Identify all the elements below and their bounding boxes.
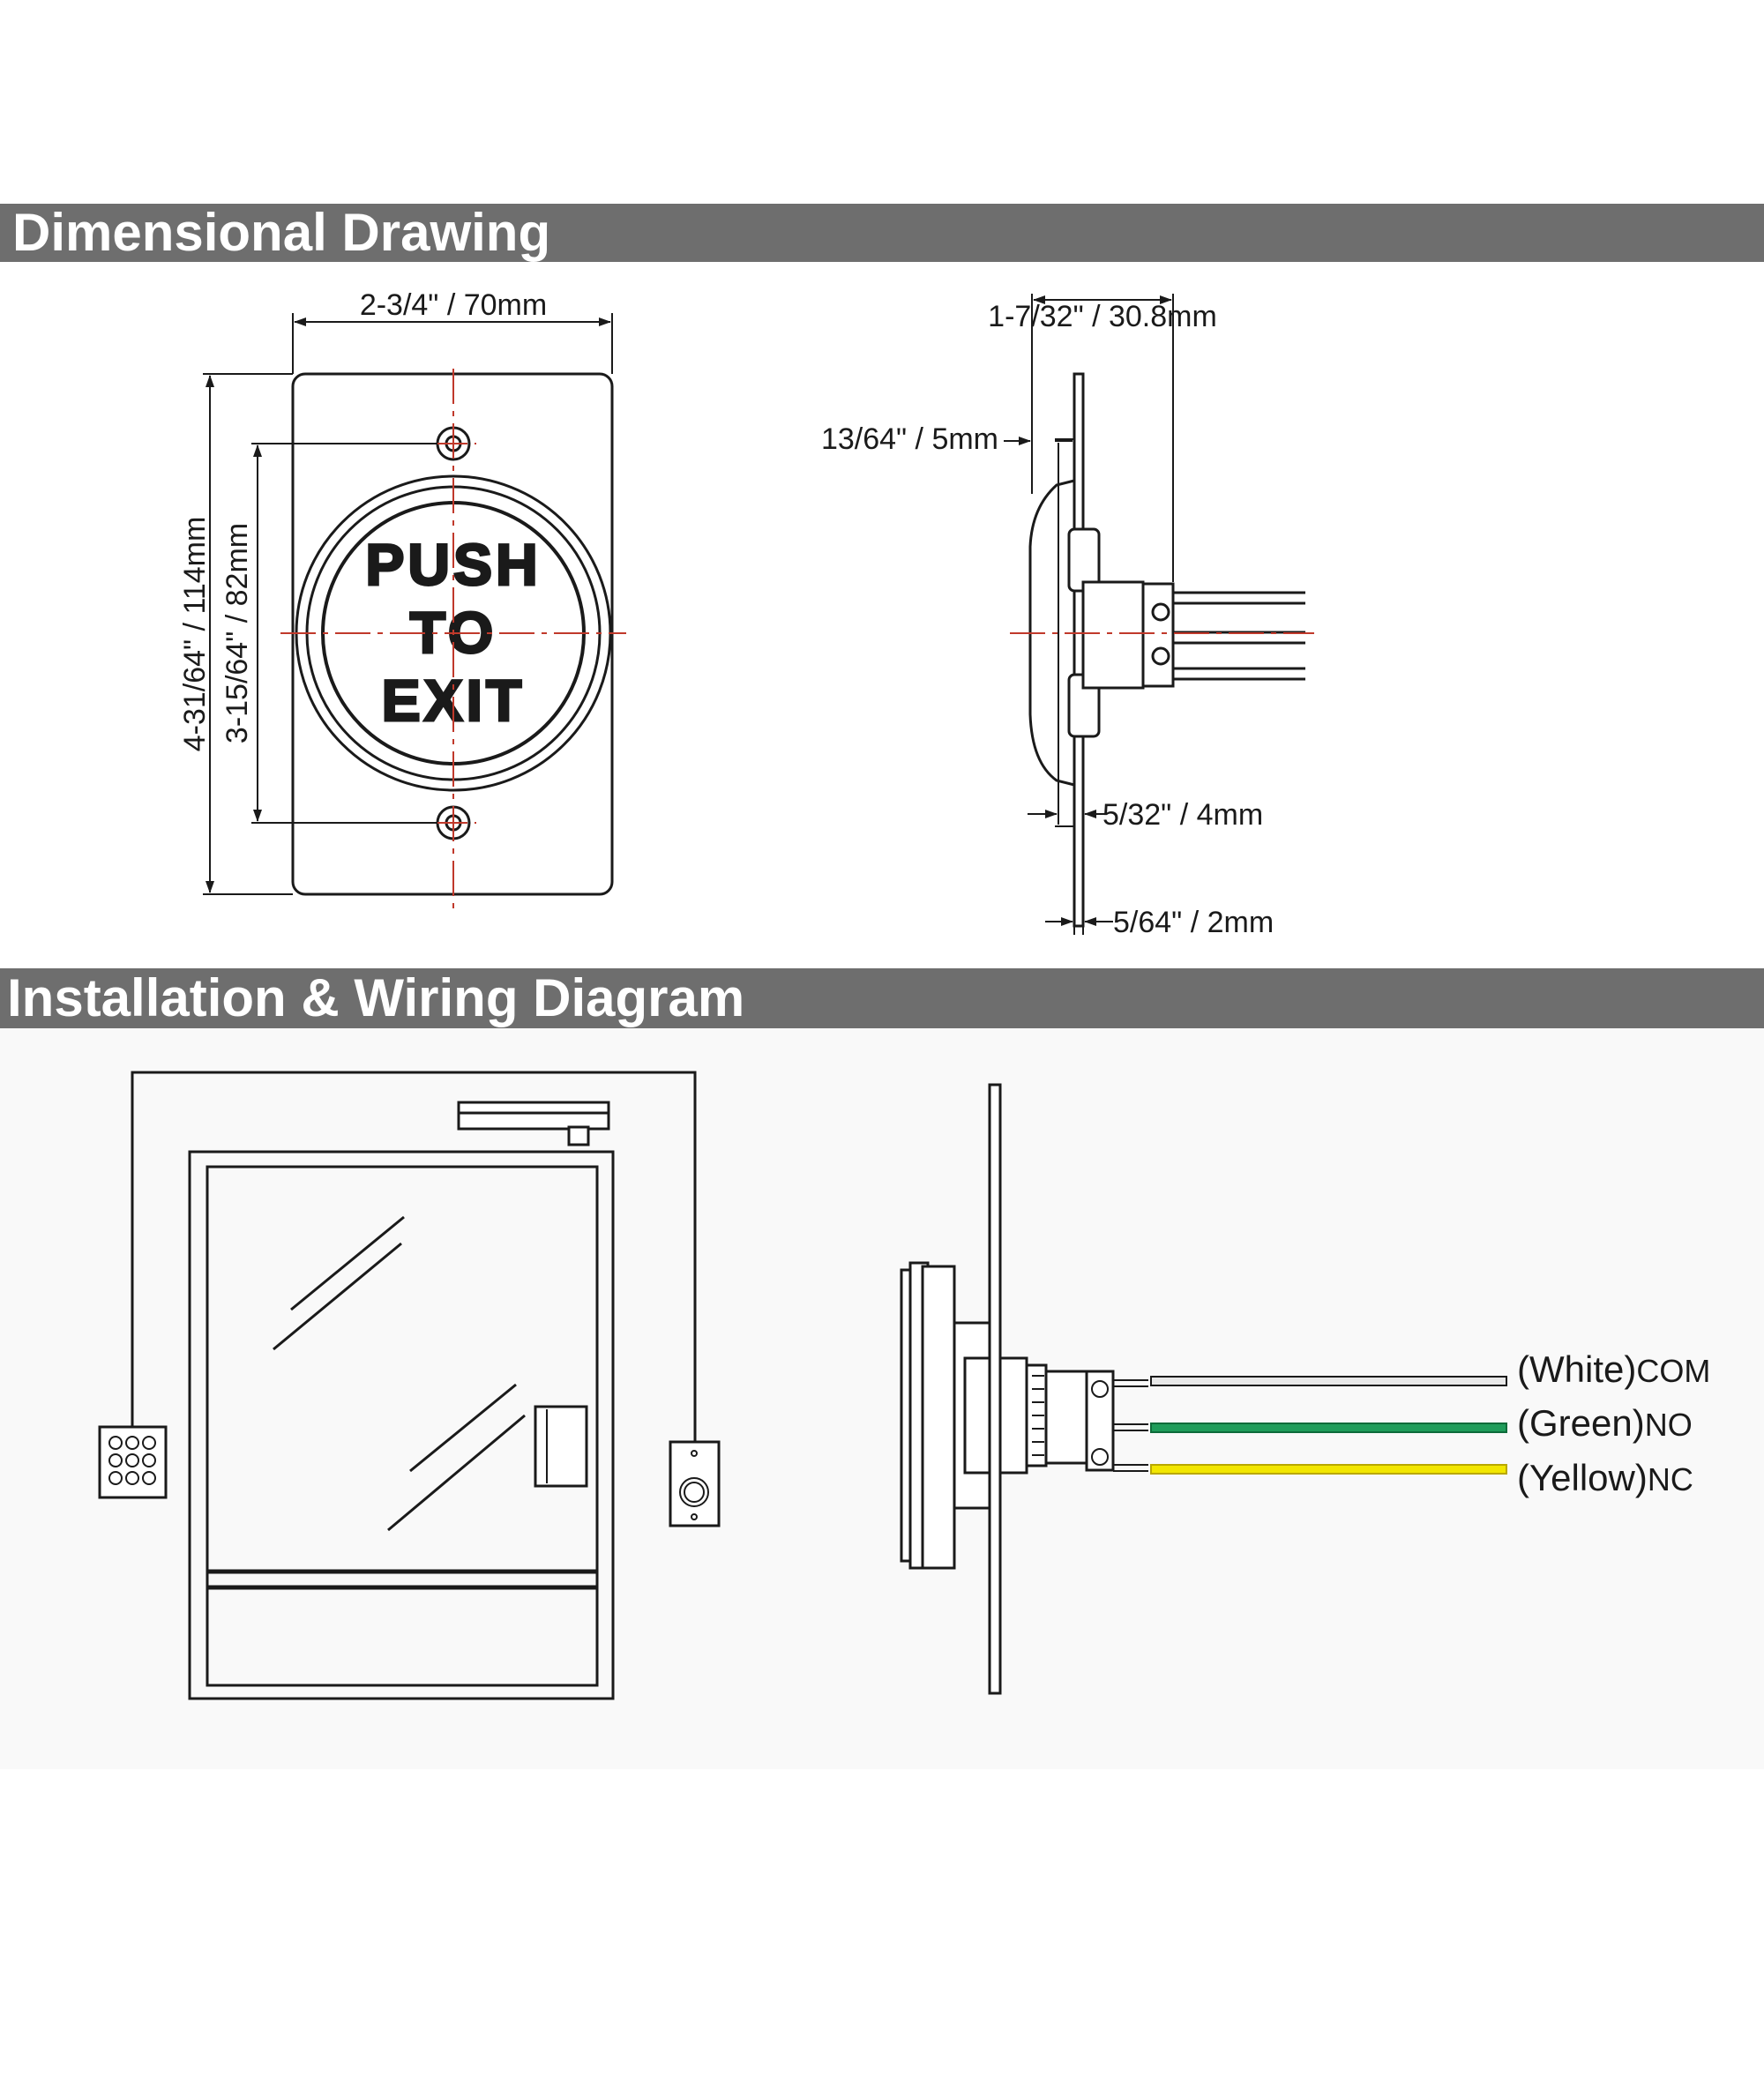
height-label: 4-31/64" / 114mm: [178, 517, 212, 752]
button-depth-label: 13/64" / 5mm: [821, 422, 998, 456]
depth-dimension: [1031, 294, 1174, 582]
button-face-text: PUSH TO EXIT: [364, 531, 541, 735]
hole-spacing-dimension: [251, 443, 437, 824]
plate-dimension: [1045, 882, 1113, 935]
bezel-label: 5/32" / 4mm: [1102, 798, 1263, 832]
exit-button-mini: [669, 1440, 721, 1527]
button-text-push: PUSH: [365, 532, 541, 597]
wires: [1150, 1376, 1507, 1475]
side-body: [1081, 580, 1145, 690]
side-bezel: [1028, 479, 1075, 787]
button-text-exit: EXIT: [382, 668, 526, 733]
wiring-side-view: [900, 1083, 1148, 1695]
wire-yellow: [1150, 1464, 1507, 1475]
installation-title: Installation & Wiring Diagram: [7, 968, 745, 1027]
width-dimension: [292, 313, 613, 374]
bezel-dimension: [1028, 794, 1107, 825]
wiring-bezel: [921, 1265, 956, 1570]
dimensional-drawing-banner: Dimensional Drawing: [0, 204, 1764, 262]
wire-labels: (White)COM (Green)NO (Yellow)NC: [1517, 1348, 1710, 1498]
dimensional-drawing-title: Dimensional Drawing: [12, 203, 551, 262]
door-handle: [534, 1405, 588, 1488]
terminal-screw-2: [1151, 646, 1170, 666]
front-centerlines: [280, 369, 626, 908]
wire-label-white: (White)COM: [1517, 1348, 1710, 1390]
wire-label-yellow: (Yellow)NC: [1517, 1457, 1693, 1498]
installation-banner: Installation & Wiring Diagram: [0, 968, 1764, 1028]
wiring-body: [1044, 1370, 1092, 1465]
plate-label: 5/64" / 2mm: [1113, 906, 1274, 939]
wiring-loop: [131, 1071, 697, 1442]
width-label: 2-3/4" / 70mm: [360, 288, 547, 322]
wire-label-green: (Green)NO: [1517, 1402, 1693, 1444]
terminal-screw-1: [1151, 602, 1170, 622]
door-frame: [188, 1150, 615, 1700]
height-dimension: [203, 373, 293, 895]
wire-green: [1150, 1423, 1507, 1433]
hole-spacing-label: 3-15/64" / 82mm: [220, 523, 254, 743]
wire-white: [1150, 1376, 1507, 1386]
wiring-plate: [988, 1083, 1002, 1695]
door-lock: [457, 1101, 610, 1131]
side-view: [1028, 372, 1305, 928]
depth-label: 1-7/32" / 30.8mm: [988, 300, 1217, 333]
door-installation: [98, 1071, 721, 1700]
terminal-block: [1141, 582, 1175, 688]
door-inner-frame: [206, 1165, 599, 1687]
